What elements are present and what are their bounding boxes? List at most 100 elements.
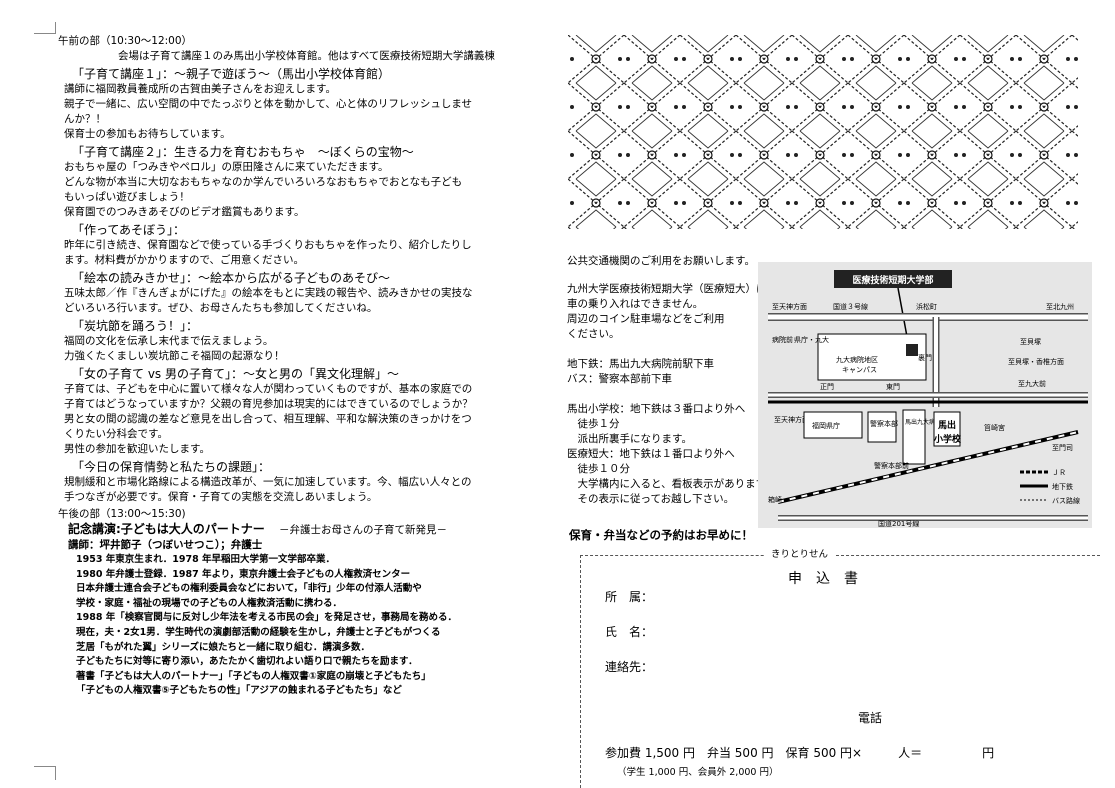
map-label: 至天神方面	[772, 302, 807, 311]
session-line: 男性の参加を歓迎いたします。	[64, 443, 210, 455]
access-map: 医療技術短期大学部 至天神方面 国道３号線 浜松町 至北九州 九大病院地区 キャ…	[758, 262, 1092, 528]
map-label: 至天神方面	[774, 415, 809, 424]
bio-line: 「子どもの人権双書⑤子どもたちの性」「アジアの蝕まれる子どもたち」など	[76, 685, 402, 697]
map-label: 福岡県庁	[812, 421, 840, 430]
map-label: 箱崎	[768, 495, 782, 504]
session-line: 五味太郎／作『きんぎょがにげた』の絵本をもとに実践の報告や、読みきかせの実技な	[64, 287, 473, 299]
map-label: 県庁・九大	[794, 335, 829, 344]
map-label: 警察本部前	[874, 461, 909, 470]
session-line: 保育士の参加もお待ちしています。	[64, 128, 231, 140]
lecture-title: 記念講演:子どもは大人のパートナー	[68, 522, 265, 536]
cut-line-vertical	[580, 555, 581, 788]
map-title: 医療技術短期大学部	[852, 274, 933, 286]
session-title: 「子育て講座１」：～親子で遊ぼう～（馬出小学校体育館）	[72, 67, 391, 81]
session-title: 「子育て講座２」：生きる力を育むおもちゃ ～ぼくらの宝物～	[72, 145, 414, 159]
map-label: 国道３号線	[833, 302, 868, 311]
fee-note: （学生 1,000 円、会員外 2,000 円）	[617, 767, 779, 778]
session-line: 男と女の間の認識の差など意見を出し合って、相互理解、平和な解決策のきっかけをつ	[64, 413, 472, 425]
phone-field[interactable]: 電話	[858, 711, 883, 725]
session-line: 力強くたくましい炭坑節こそ福岡の起源なり！	[64, 350, 285, 362]
early-reservation-note: 保育・弁当などの予約はお早めに！	[569, 528, 753, 542]
session-line: 保育園でのつみきあそびのビデオ鑑賞もあります。	[64, 206, 305, 218]
session-line: んか？！	[64, 113, 106, 125]
afternoon-header: 午後の部（13:00～15:30)	[58, 508, 186, 520]
map-label: 裏門	[918, 353, 932, 362]
map-label: 国道201号線	[878, 519, 919, 528]
bio-line: 学校・家庭・福祉の現場での子どもの人権救済活動に携わる．	[76, 597, 343, 609]
transit-line: 周辺のコイン駐車場などをご利用	[567, 313, 725, 325]
bio-line: 1953 年東京生まれ．1978 年早稲田大学第一文学部卒業．	[76, 554, 335, 565]
decorative-pattern	[567, 34, 1079, 230]
transit-info: 公共交通機関のご利用をお願いします。 九州大学医療技術短期大学（医療短大）には車…	[567, 254, 777, 507]
map-label: 正門	[820, 383, 834, 391]
map-title-box	[834, 270, 952, 288]
session-line: 福岡の文化を伝承し末代まで伝えましょう。	[64, 335, 274, 347]
session-line: ます。材料費がかかりますので、ご用意ください。	[64, 254, 305, 266]
map-label: 浜松町	[916, 302, 937, 311]
session-line: 親子で一緒に、広い空間の中でたっぷりと体を動かして、心と体のリフレッシュしませ	[64, 98, 473, 110]
transit-line: 九州大学医療技術短期大学（医療短大）には	[567, 283, 777, 295]
session-line: 子育てはどうなっていますか？父親の育児参加は現実的にはできているのでしょうか？	[64, 398, 473, 410]
crop-mark	[34, 33, 56, 34]
session-line: もいっぱい遊びましょう！	[64, 191, 190, 203]
session-line: おもちゃ屋の「つみきやペロル」の原田隆さんに来ていただきます。	[64, 161, 389, 173]
map-legend-bus: バス路線	[1052, 496, 1080, 505]
transit-line: 馬出小学校：地下鉄は３番口より外へ	[567, 403, 746, 415]
transit-line: ください。	[567, 328, 620, 340]
map-label: 筥崎宮	[984, 423, 1005, 432]
affiliation-field[interactable]: 所 属：	[605, 590, 654, 604]
cut-label: きりとりせん	[765, 546, 835, 560]
map-label: 馬出	[937, 419, 956, 431]
bio-line: 1988 年「検察官関与に反対し少年法を考える市民の会」を発足させ，事務局を務め…	[76, 612, 457, 624]
contact-field[interactable]: 連絡先：	[605, 660, 654, 674]
fee-line: 参加費 1,500 円 弁当 500 円 保育 500 円× 人＝ 円	[605, 746, 995, 760]
session-line: 講師に福岡教員養成所の古賀由美子さんをお迎えします。	[64, 83, 336, 95]
bio-line: 1980 年弁護士登録．1987 年より，東京弁護士会子どもの人権救済センター	[76, 568, 411, 580]
map-label: 東門	[886, 382, 900, 391]
lecturer: 講師：坪井節子（つぼいせつこ）；弁護士	[68, 539, 263, 551]
map-label: 至北九州	[1046, 302, 1074, 311]
map-label: 警察本部	[870, 419, 898, 428]
map-label: 病院前	[772, 335, 793, 344]
map-label: 小学校	[933, 433, 962, 445]
transit-line: 大学構内に入ると、看板表示があります。	[567, 478, 776, 490]
session-line: どんな物が本当に大切なおもちゃなのか学んでいろいろなおもちゃでおとなも子ども	[64, 176, 463, 188]
map-label: 馬出九大病院前	[905, 418, 947, 426]
session-line: 昨年に引き続き、保育園などで使っている手づくりおもちゃを作ったり、紹介したりし	[64, 239, 472, 251]
transit-line: 医療短大：地下鉄は１番口より外へ	[567, 448, 735, 460]
crop-mark	[55, 766, 56, 780]
session-line: 規制緩和と市場化路線による構造改革が、一気に加速しています。今、幅広い人々との	[64, 476, 472, 488]
bio-line: 日本弁護士連合会子どもの権利委員会などにおいて，「非行」少年の付添人活動や	[76, 583, 422, 595]
transit-line: その表示に従ってお越し下さい。	[567, 493, 735, 505]
transit-line: 地下鉄：馬出九大病院前駅下車	[567, 358, 714, 370]
map-label: 至門司	[1052, 444, 1073, 452]
transit-intro: 公共交通機関のご利用をお願いします。	[567, 255, 755, 267]
crop-mark	[34, 766, 56, 767]
program-column: 午前の部（10:30～12:00） 会場は子育て講座１のみ馬出小学校体育館。他は…	[58, 34, 558, 699]
session-line: くりたい分科会です。	[64, 428, 168, 440]
map-label: 九大病院地区	[836, 355, 878, 364]
bio-line: 現在，夫・2女1男．学生時代の演劇部活動の経験を生かし，弁護士と子どもがつくる	[76, 626, 441, 638]
session-line: 子育ては、子どもを中心に置いて様々な人が関わっていくものですが、基本の家庭での	[64, 383, 473, 395]
map-label: キャンパス	[842, 366, 877, 374]
transit-line: 徒歩１０分	[567, 463, 630, 475]
cut-line	[580, 555, 1100, 556]
transit-line: 車の乗り入れはできません。	[567, 298, 704, 310]
morning-header: 午前の部（10:30～12:00）	[58, 35, 193, 47]
transit-line	[567, 387, 777, 402]
transit-line: バス：警察本部前下車	[567, 373, 672, 385]
form-title: 申 込 書	[788, 571, 858, 587]
bio-line: 著書「子どもは大人のパートナー」「子どもの人権双書①家庭の崩壊と子どもたち」	[76, 670, 431, 682]
map-label: 至貝塚・香椎方面	[1008, 357, 1064, 366]
map-label: 至貝塚	[1020, 337, 1041, 346]
session-title: 「作ってあそぼう」：	[72, 223, 186, 237]
session-title: 「炭坑節を踊ろう！」：	[72, 319, 199, 333]
bio-line: 子どもたちに対等に寄り添い，あたたかく歯切れよい語り口で親たちを励ます．	[76, 656, 418, 668]
name-field[interactable]: 氏 名：	[605, 625, 654, 639]
map-legend-jr: ＪＲ	[1052, 469, 1066, 477]
crop-mark	[55, 22, 56, 34]
transit-line	[567, 342, 777, 357]
transit-line: 派出所裏手になります。	[567, 433, 692, 445]
session-line: どいろいろ行います。ぜひ、お母さんたちも参加してくださいね。	[64, 302, 378, 314]
session-title: 「女の子育て vs 男の子育て」：～女と男の「異文化理解」～	[72, 367, 399, 381]
